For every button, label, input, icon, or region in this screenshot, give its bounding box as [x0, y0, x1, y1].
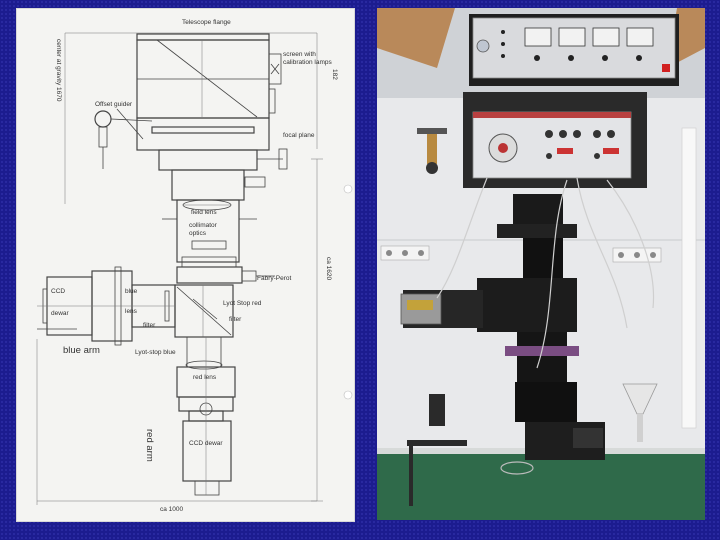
label-dim-bottom: ca 1000: [160, 506, 184, 513]
label-offset-guider: Offset guider: [95, 101, 133, 108]
telescope-adapter: [513, 194, 563, 224]
label-lyot-stop-red: Lyot Stop red: [223, 300, 262, 307]
label-focal-plane: focal plane: [283, 132, 315, 139]
label-collimator-line1: collimator: [189, 222, 218, 229]
label-filter-left: filter: [143, 322, 156, 329]
wall-sockets-left: [380, 245, 430, 261]
label-ccd-blue-line1: CCD: [51, 288, 65, 295]
label-dim-right-vertical: ca 1620: [325, 257, 332, 281]
binder-hole-top: [343, 184, 353, 194]
instrument-photograph: [377, 8, 705, 520]
wall-sockets-right: [612, 247, 662, 263]
label-blue-arm: blue arm: [63, 345, 100, 356]
label-screen-line2: calibration lamps: [283, 59, 333, 66]
schematic-svg: Telescope flange Offset guider screen wi…: [36, 19, 353, 513]
instrument-schematic-drawing: Telescope flange Offset guider screen wi…: [16, 8, 355, 522]
label-blue-lens-line1: blue: [125, 288, 138, 295]
power-switch: [662, 64, 670, 72]
label-screen-line1: screen with: [283, 51, 316, 58]
label-ccd-dewar-red: CCD dewar: [189, 440, 223, 447]
label-field-lens: field lens: [191, 209, 217, 216]
red-arm-tube: [517, 332, 567, 382]
electronics-rack-top: [472, 17, 676, 79]
label-dim-left-vertical: center at gravity 1670: [55, 39, 62, 102]
wood-beam-left: [377, 8, 455, 68]
cables: [436, 177, 655, 369]
label-telescope-flange: Telescope flange: [182, 19, 231, 26]
label-blue-lens-line2: lens: [125, 308, 138, 315]
label-dim-top-right: 182: [331, 69, 338, 80]
label-filter-right: filter: [229, 316, 242, 323]
label-red-arm: red arm: [144, 429, 155, 462]
label-collimator-line2: optics: [189, 230, 207, 237]
beam-splitter-housing: [477, 278, 577, 332]
panel-meters: [524, 27, 654, 47]
label-fabry-perot: Fabry-Perot: [257, 275, 292, 282]
label-red-lens: red lens: [193, 374, 217, 381]
label-ccd-blue-line2: dewar: [51, 310, 70, 317]
label-lyot-stop-blue: Lyot-stop blue: [135, 349, 176, 356]
binder-hole-bottom: [343, 390, 353, 400]
photo-svg: [377, 8, 705, 520]
